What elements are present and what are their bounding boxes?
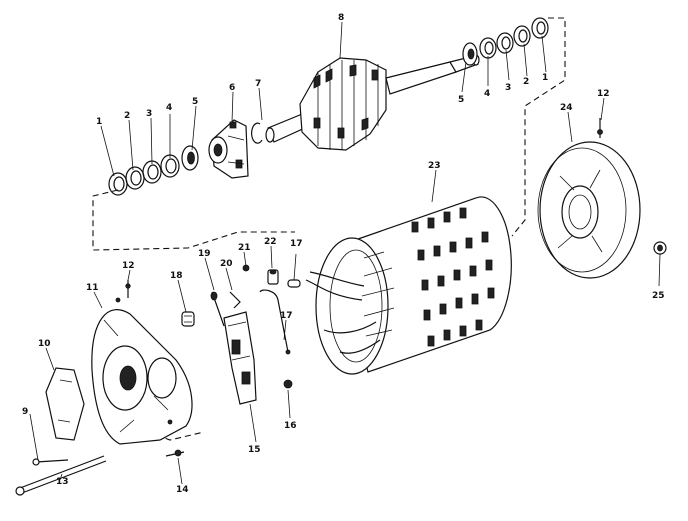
spacer-18 xyxy=(181,311,195,327)
nut-16 xyxy=(283,379,293,389)
washer-1-left xyxy=(108,172,128,196)
bearing-5-left xyxy=(181,145,199,171)
part-label-12: 12 xyxy=(597,89,610,99)
part-label-5: 5 xyxy=(192,97,198,107)
screw-12-left xyxy=(125,280,131,298)
part-label-6: 6 xyxy=(229,83,235,93)
part-label-17: 17 xyxy=(280,311,293,321)
bearing-5-right xyxy=(462,42,478,66)
part-label-3: 3 xyxy=(505,83,511,93)
part-label-25: 25 xyxy=(652,291,665,301)
washer-4-left xyxy=(160,154,180,178)
terminal-20 xyxy=(229,291,241,309)
screw-14 xyxy=(165,449,185,457)
washer-2-left xyxy=(125,166,145,190)
part-label-2: 2 xyxy=(124,111,130,121)
part-label-9: 9 xyxy=(22,407,28,417)
assembly-path-line xyxy=(511,17,566,237)
cover-plate-10 xyxy=(45,367,85,441)
washer-4-right xyxy=(479,37,497,59)
end-frame-11 xyxy=(91,297,193,445)
part-label-4: 4 xyxy=(166,103,172,113)
stator-housing-23 xyxy=(305,196,512,375)
nut-25 xyxy=(653,241,667,255)
part-label-5: 5 xyxy=(458,95,464,105)
part-label-1: 1 xyxy=(96,117,102,127)
part-label-14: 14 xyxy=(176,485,189,495)
part-labels: 1 2 3 4 5 6 7 8 5 4 3 2 1 24 12 23 25 12… xyxy=(22,13,665,495)
part-label-23: 23 xyxy=(428,161,441,171)
part-label-3: 3 xyxy=(146,109,152,119)
part-label-2: 2 xyxy=(523,77,529,87)
part-label-10: 10 xyxy=(38,339,51,349)
armature-8 xyxy=(265,54,480,151)
washer-3-left xyxy=(142,160,162,184)
washer-3-right xyxy=(496,32,514,54)
part-label-13: 13 xyxy=(56,477,69,487)
part-label-12: 12 xyxy=(122,261,135,271)
part-label-16: 16 xyxy=(284,421,297,431)
washer-2-right xyxy=(513,25,531,47)
part-label-21: 21 xyxy=(238,243,251,253)
assembly-path-line xyxy=(92,189,295,251)
part-label-8: 8 xyxy=(338,13,344,23)
part-label-1: 1 xyxy=(542,73,548,83)
connector-22 xyxy=(267,269,279,285)
part-label-11: 11 xyxy=(86,283,99,293)
part-label-17: 17 xyxy=(290,239,303,249)
part-label-20: 20 xyxy=(220,259,233,269)
washer-1-right xyxy=(531,17,549,39)
screw-9 xyxy=(32,458,69,466)
brush-ring-6 xyxy=(208,119,249,179)
screw-12-right xyxy=(597,118,603,138)
part-label-7: 7 xyxy=(255,79,261,89)
part-label-18: 18 xyxy=(170,271,183,281)
part-label-24: 24 xyxy=(560,103,573,113)
part-label-15: 15 xyxy=(248,445,261,455)
brush-spring-19 xyxy=(210,291,225,327)
leader-lines xyxy=(29,21,661,485)
part-label-22: 22 xyxy=(264,237,277,247)
part-label-4: 4 xyxy=(484,89,490,99)
part-label-19: 19 xyxy=(198,249,211,259)
snap-ring-7 xyxy=(251,122,263,144)
end-bell-24 xyxy=(537,141,641,279)
through-bolt-13 xyxy=(15,455,107,496)
brush-holder-15 xyxy=(223,311,257,405)
